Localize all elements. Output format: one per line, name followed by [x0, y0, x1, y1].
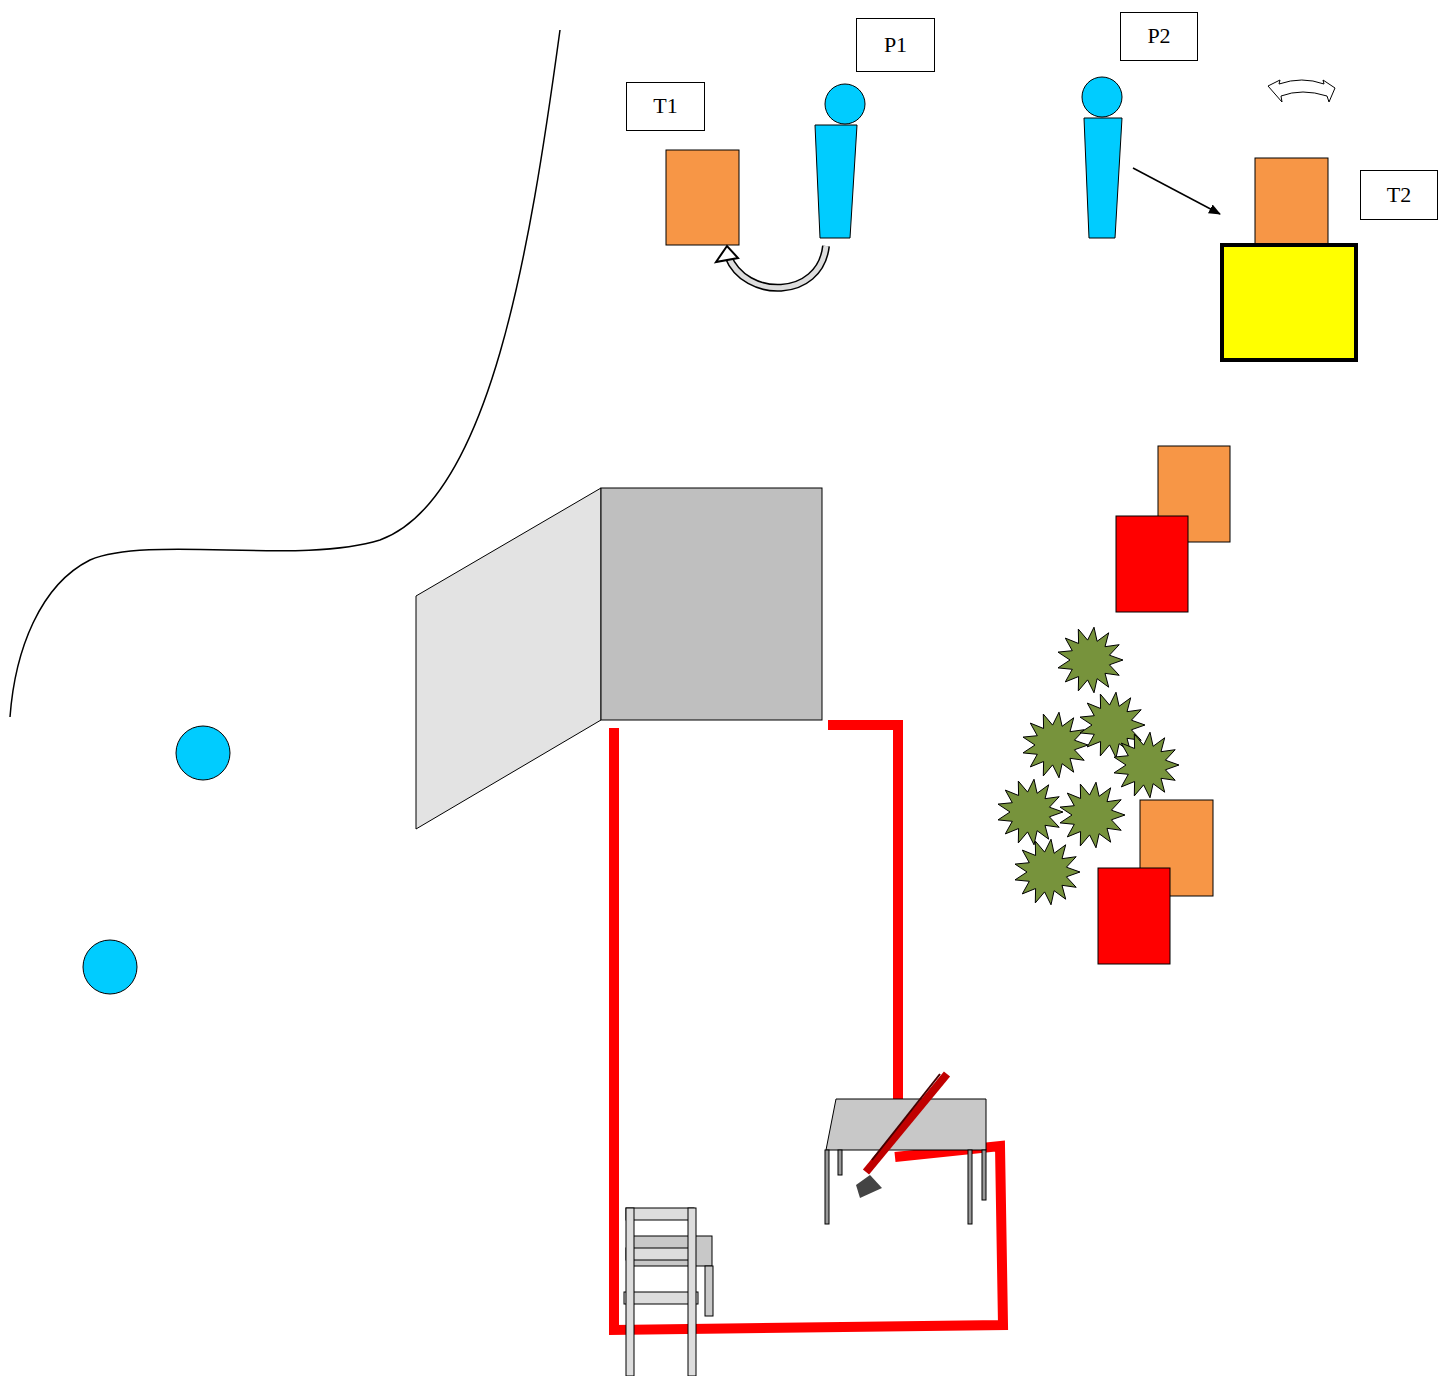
- bush: [1015, 839, 1080, 905]
- bush: [1023, 712, 1088, 778]
- arrow-head: [716, 246, 738, 262]
- label-box: T1: [626, 82, 705, 131]
- label-box: T2: [1360, 170, 1438, 220]
- wall-front: [601, 488, 822, 720]
- label-text: P1: [884, 33, 907, 57]
- curved-arrow: [728, 246, 826, 288]
- label-text: T1: [653, 94, 677, 118]
- marker-circle: [83, 940, 137, 994]
- label-text: P2: [1147, 24, 1170, 48]
- chair: [624, 1208, 713, 1376]
- target: [666, 150, 739, 245]
- rotate-arrow: [1268, 80, 1335, 102]
- person: [1082, 77, 1122, 238]
- no-shoot-target: [1116, 516, 1188, 612]
- zone-line: [614, 728, 1003, 1330]
- bush: [1058, 627, 1123, 693]
- bush: [998, 779, 1063, 845]
- label-box: P1: [856, 18, 935, 72]
- curved-arrow-inner: [728, 246, 826, 288]
- label-text: T2: [1387, 183, 1411, 207]
- target-stand: [1222, 245, 1356, 360]
- aim-arrow: [1133, 168, 1220, 214]
- label-box: P2: [1120, 12, 1198, 61]
- bush: [1060, 782, 1125, 848]
- zone-line: [828, 725, 898, 1100]
- person: [815, 84, 865, 238]
- bush: [1114, 732, 1179, 798]
- marker-circle: [176, 726, 230, 780]
- wall-side: [416, 488, 601, 829]
- target: [1255, 158, 1328, 245]
- rifle: [856, 1074, 947, 1198]
- no-shoot-target: [1098, 868, 1170, 964]
